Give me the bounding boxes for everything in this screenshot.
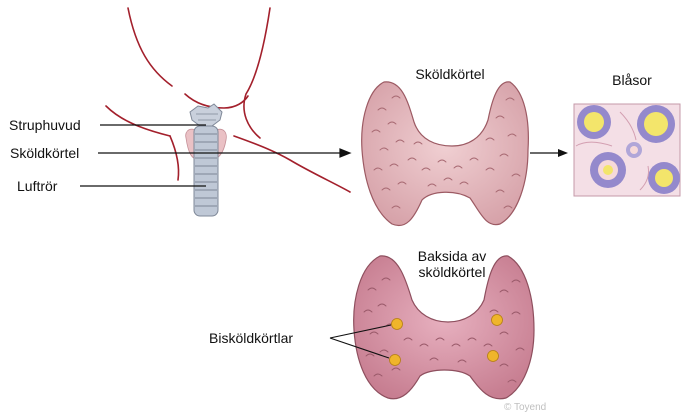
thyroid-front — [362, 82, 529, 226]
parathyroid-gland — [390, 355, 401, 366]
title-back-line2: sköldkörtel — [392, 264, 512, 280]
title-follicles: Blåsor — [602, 72, 662, 88]
label-parathyroids: Bisköldkörtlar — [209, 330, 293, 346]
label-trachea: Luftrör — [17, 178, 57, 194]
label-larynx: Struphuvud — [9, 117, 81, 133]
label-thyroid-left: Sköldkörtel — [10, 145, 79, 161]
larynx — [190, 104, 222, 126]
follicles-micrograph — [574, 104, 680, 196]
arrow-to-follicles — [530, 149, 568, 157]
parathyroid-gland — [492, 315, 503, 326]
title-thyroid: Sköldkörtel — [400, 66, 500, 82]
trachea — [194, 126, 218, 216]
neck-outline — [106, 8, 350, 192]
follicle — [590, 152, 626, 188]
parathyroid-gland — [488, 351, 499, 362]
follicle — [577, 105, 611, 139]
title-back-line1: Baksida av — [392, 248, 512, 264]
parathyroid-gland — [392, 319, 403, 330]
follicle — [626, 142, 642, 158]
watermark: © Toyend — [504, 402, 546, 413]
follicle — [648, 162, 680, 194]
follicle — [637, 105, 675, 143]
